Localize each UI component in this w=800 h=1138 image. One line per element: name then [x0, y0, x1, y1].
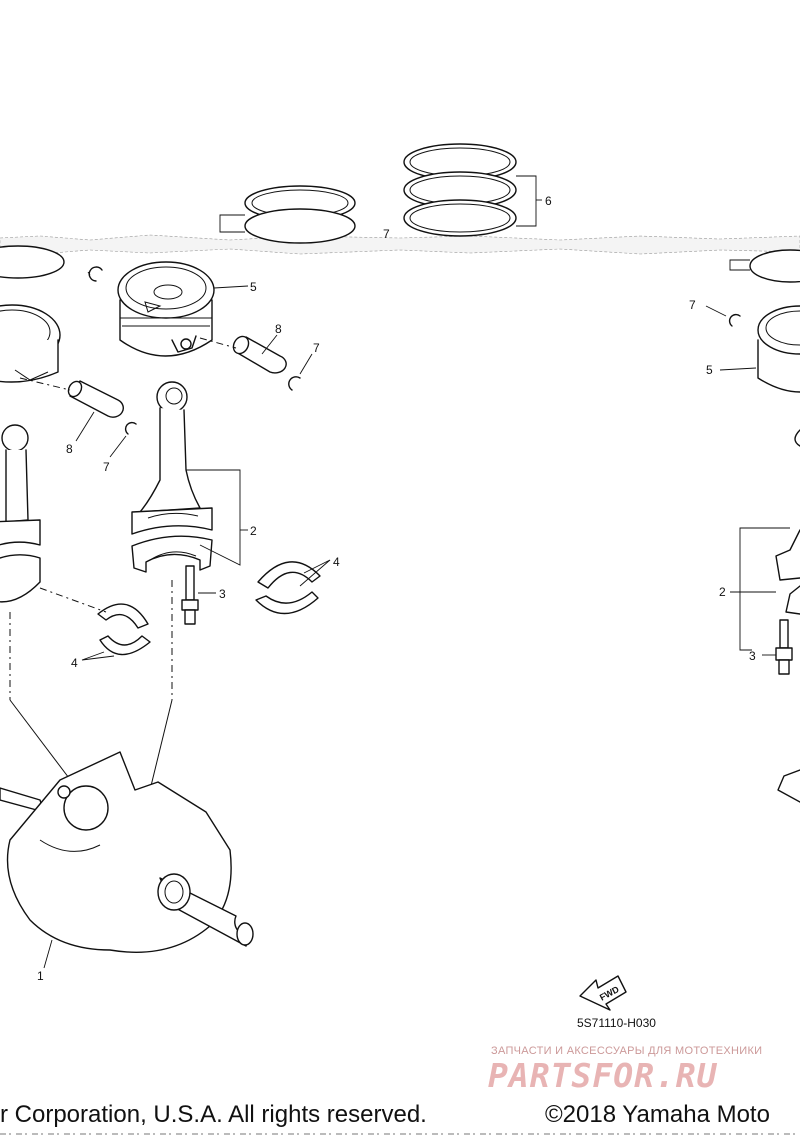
callout-5-right: 5: [706, 363, 713, 377]
callout-8-left: 8: [66, 442, 73, 456]
callout-3-right: 3: [749, 649, 756, 663]
callout-8-center: 8: [275, 322, 282, 336]
callout-4-left: 4: [71, 656, 78, 670]
piston-right-cropped: 5 7: [689, 249, 800, 447]
callout-6: 6: [545, 194, 552, 208]
bearing-shell-left: 4: [39, 587, 151, 670]
crankshaft: 1: [0, 751, 254, 983]
callout-5-center: 5: [250, 280, 257, 294]
connecting-rod-right: 2 3: [719, 527, 800, 803]
callout-3-center: 3: [219, 587, 226, 601]
piston-ring-set: 6: [403, 143, 552, 237]
connecting-rod-center: 2: [131, 381, 257, 573]
rod-bolt-center: 3: [181, 565, 226, 625]
copyright-right: ©2018 Yamaha Moto: [545, 1101, 770, 1128]
piston-pin-left: 8 7: [19, 377, 137, 474]
callout-2-center: 2: [250, 524, 257, 538]
watermark-logo: PARTSFOR.RU: [488, 1056, 718, 1095]
fwd-arrow-icon: FWD: [579, 975, 627, 1011]
callout-4-center: 4: [333, 555, 340, 569]
circlip-center-top: [87, 266, 103, 282]
callout-7-left: 7: [103, 460, 110, 474]
connecting-rod-left: [0, 424, 41, 603]
watermark-subtitle: ЗАПЧАСТИ И АКСЕССУАРЫ ДЛЯ МОТОТЕХНИКИ: [491, 1045, 763, 1057]
bearing-shell-center: 4: [255, 555, 340, 615]
callout-7-center: 7: [313, 341, 320, 355]
piston-pin-center: 8 7: [199, 322, 320, 391]
copyright-left: r Corporation, U.S.A. All rights reserve…: [0, 1101, 427, 1128]
diagram-reference-code: 5S71110-H030: [577, 1016, 656, 1030]
piston-center: 5: [117, 261, 257, 357]
piston-left-cropped: [0, 245, 65, 383]
scan-tear-band: [0, 234, 800, 255]
callout-1: 1: [37, 969, 44, 983]
assembly-guide-lines: [9, 580, 173, 791]
callout-7-right: 7: [689, 298, 696, 312]
piston-ring-set-rear: 7: [219, 185, 390, 244]
callout-7-top: 7: [383, 227, 390, 241]
scan-bottom-edge: [0, 1133, 800, 1135]
callout-2-right: 2: [719, 585, 726, 599]
